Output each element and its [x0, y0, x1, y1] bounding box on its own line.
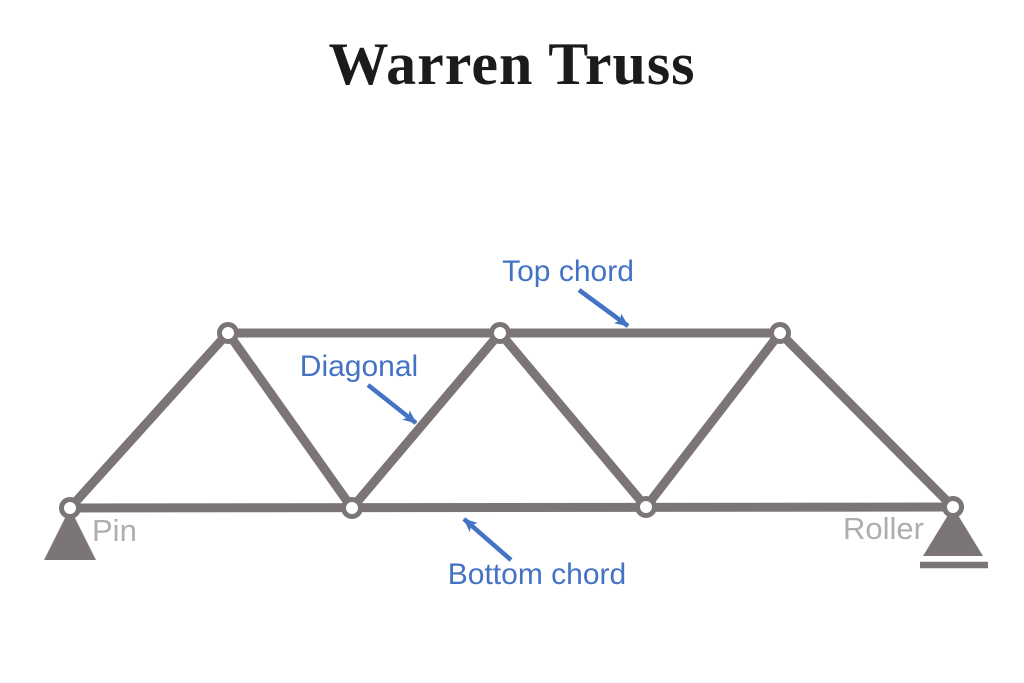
joint-bottom-left	[59, 497, 81, 519]
truss-supports: Pin Roller	[44, 507, 988, 569]
diagram-title: Warren Truss	[328, 31, 696, 97]
member-left-end-diagonal	[65, 328, 233, 513]
joint-top-mid	[489, 322, 511, 344]
annotation-label: Bottom chord	[448, 558, 626, 591]
member-diagonal-2	[347, 328, 505, 513]
joint-top-left	[217, 322, 239, 344]
pin-label: Pin	[92, 513, 137, 548]
member-diagonal-4	[641, 328, 785, 512]
joint-bottom-mid-right	[635, 496, 657, 518]
truss-members	[65, 328, 958, 513]
annotation-label: Diagonal	[300, 350, 418, 383]
roller-label: Roller	[843, 511, 924, 546]
joint-bottom-right	[942, 496, 964, 518]
member-diagonal-3	[495, 328, 651, 512]
joint-top-right	[769, 322, 791, 344]
member-diagonal-1	[223, 328, 357, 513]
pin-support	[44, 508, 96, 560]
annotation-label: Top chord	[502, 255, 634, 288]
joint-bottom-mid-left	[341, 497, 363, 519]
member-right-end-diagonal	[775, 328, 958, 512]
truss-joints	[59, 322, 964, 519]
member-bottom-chord	[65, 502, 958, 513]
annotation-arrow	[462, 517, 513, 562]
roller-support	[923, 507, 983, 556]
annotation-arrow	[577, 288, 630, 328]
annotation-arrow	[366, 383, 418, 425]
